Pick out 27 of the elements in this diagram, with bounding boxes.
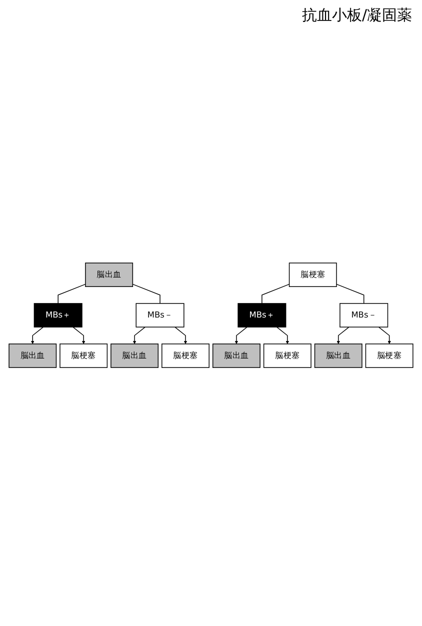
node-box: 脳梗塞 bbox=[263, 343, 312, 368]
arrow bbox=[132, 326, 146, 344]
arrow bbox=[378, 326, 391, 344]
arrow bbox=[336, 326, 350, 344]
node-box: 脳梗塞 bbox=[288, 262, 337, 287]
connector bbox=[132, 284, 160, 304]
node-box: 脳梗塞 bbox=[162, 343, 210, 368]
node-box: 脳出血 bbox=[110, 343, 159, 368]
node-box: 脳出血 bbox=[212, 343, 260, 368]
arrow bbox=[31, 326, 44, 344]
node-box: MBs－ bbox=[340, 302, 388, 328]
arrow bbox=[174, 326, 188, 344]
node-box: 脳出血 bbox=[85, 262, 134, 287]
connector bbox=[58, 284, 86, 304]
arrow bbox=[234, 326, 248, 344]
node-box: MBs＋ bbox=[34, 302, 82, 328]
node-box: 脳出血 bbox=[8, 343, 57, 368]
connector bbox=[336, 284, 364, 304]
node-box: MBs－ bbox=[136, 302, 184, 328]
node-box: 脳出血 bbox=[314, 343, 362, 368]
node-box: 脳梗塞 bbox=[365, 343, 414, 368]
arrow bbox=[276, 326, 290, 344]
drug-label: 抗血小板/凝固薬 bbox=[302, 6, 412, 25]
connector bbox=[262, 284, 290, 304]
arrow bbox=[72, 326, 86, 344]
node-box: MBs＋ bbox=[238, 302, 286, 328]
node-box: 脳梗塞 bbox=[60, 343, 108, 368]
